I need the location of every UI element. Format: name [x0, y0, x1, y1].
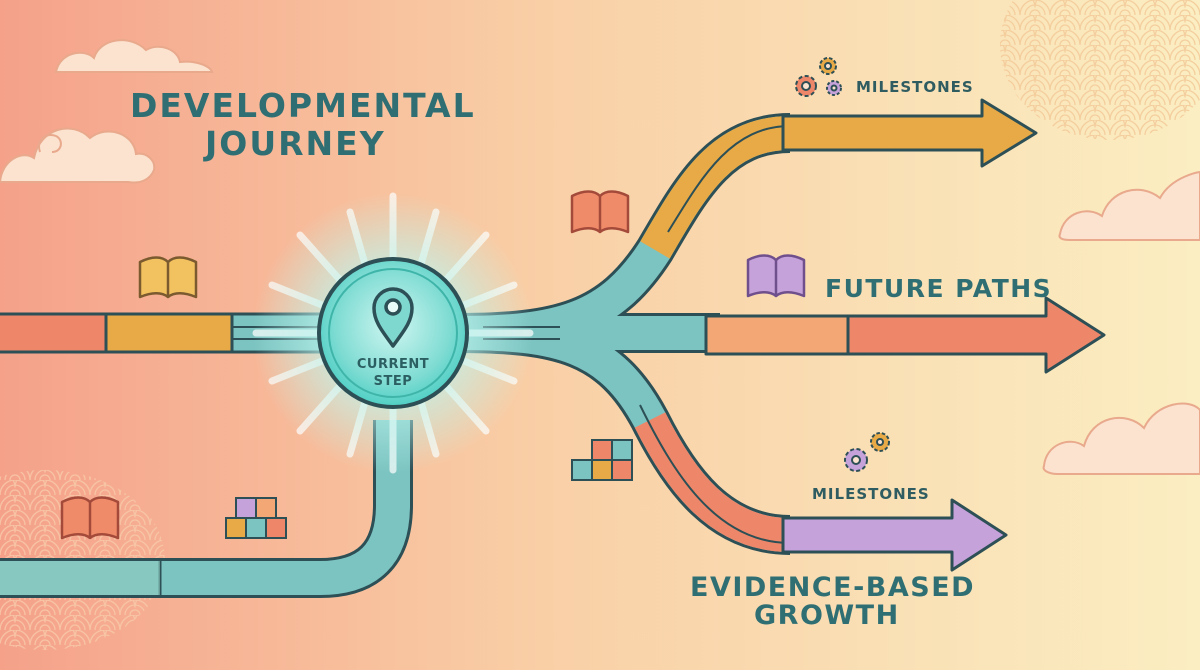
evidence-arrow: [781, 498, 1008, 572]
future-paths-arrow: [704, 296, 1106, 374]
location-pin-icon: [372, 287, 414, 348]
cloud-icon: [0, 127, 156, 184]
cloud-icon: [1042, 402, 1200, 475]
current-step-label-line-1: CURRENT: [356, 357, 430, 372]
blocks-icon: [571, 439, 633, 481]
cloud-icon: [1058, 170, 1200, 241]
milestones-label-bottom: MILESTONES: [812, 485, 930, 503]
cloud-icon: [54, 39, 214, 73]
evidence-label-line-2: GROWTH: [754, 600, 900, 631]
evidence-label-line-1: EVIDENCE-BASED: [690, 572, 976, 603]
milestones-label-top: MILESTONES: [856, 78, 974, 96]
book-icon: [138, 256, 198, 299]
future-paths-label: FUTURE PATHS: [825, 274, 1053, 303]
milestones-arrow-top: [781, 98, 1038, 168]
wave-pattern-top-right: [1000, 0, 1200, 140]
current-step-label-line-2: STEP: [373, 374, 413, 389]
book-icon: [746, 254, 806, 298]
book-icon: [60, 496, 120, 540]
book-icon: [570, 190, 630, 234]
diagram-title-line-2: JOURNEY: [205, 124, 386, 163]
gear-icon: [795, 57, 842, 97]
diagram-title-line-1: DEVELOPMENTAL: [130, 86, 476, 125]
gear-icon: [844, 432, 890, 472]
blocks-icon: [225, 497, 287, 539]
